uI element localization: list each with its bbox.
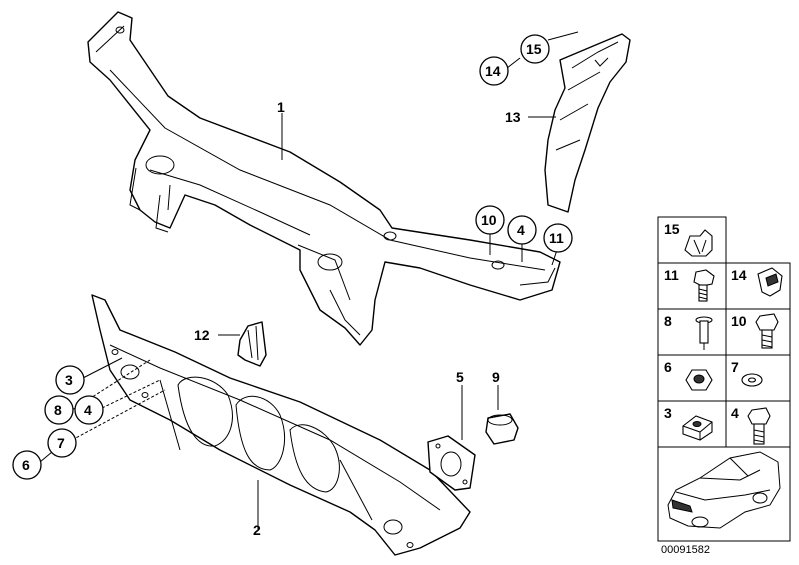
svg-text:7: 7: [57, 435, 65, 451]
cage-nut-icon: [682, 415, 713, 441]
callout-15-circle: 15: [520, 34, 550, 64]
svg-text:11: 11: [664, 267, 679, 283]
callout-9: 9: [492, 369, 500, 385]
cap-icon: [757, 267, 783, 297]
callout-2: 2: [253, 522, 261, 538]
part-2-lower-panel[interactable]: [91, 294, 471, 556]
callout-13: 13: [505, 109, 521, 125]
callout-3-circle: 3: [55, 365, 85, 395]
svg-text:12: 12: [194, 327, 210, 343]
svg-text:7: 7: [731, 359, 739, 375]
washer-icon: [741, 373, 763, 387]
svg-text:1: 1: [277, 99, 285, 115]
part-9-cap[interactable]: [485, 413, 519, 445]
car-thumbnail-icon: [667, 451, 781, 529]
callout-6-circle: 6: [12, 450, 42, 480]
callout-14-circle: 14: [479, 56, 509, 86]
flange-screw-icon: [693, 269, 715, 302]
legend-cell-10: [725, 308, 791, 356]
svg-text:14: 14: [485, 63, 501, 79]
part-5-gasket-plate[interactable]: [427, 435, 476, 491]
callout-4-circle: 4: [74, 395, 104, 425]
part-13-air-duct[interactable]: [544, 33, 631, 213]
callout-1: 1: [277, 99, 285, 115]
svg-text:15: 15: [526, 41, 542, 57]
svg-text:10: 10: [731, 313, 747, 329]
svg-text:5: 5: [456, 369, 464, 385]
svg-text:14: 14: [731, 267, 747, 283]
callout-4b-circle: 4: [507, 215, 537, 245]
bolt-icon: [755, 313, 779, 349]
callout-7-circle: 7: [47, 428, 77, 458]
legend-cell-3: [657, 400, 727, 448]
callout-5: 5: [456, 369, 464, 385]
svg-text:8: 8: [664, 313, 672, 329]
svg-text:10: 10: [481, 212, 497, 228]
svg-text:4: 4: [731, 405, 739, 421]
svg-text:2: 2: [253, 522, 261, 538]
hardware-legend: 15 11 14 8 10: [657, 216, 791, 556]
legend-cell-8: [657, 308, 727, 356]
legend-cell-11: [657, 262, 727, 310]
svg-text:3: 3: [664, 405, 672, 421]
callout-8-circle: 8: [44, 395, 74, 425]
svg-text:15: 15: [664, 221, 680, 237]
svg-text:9: 9: [492, 369, 500, 385]
svg-text:6: 6: [664, 359, 672, 375]
clip-icon: [684, 229, 713, 257]
svg-text:13: 13: [505, 109, 521, 125]
part-12-bracket[interactable]: [237, 321, 267, 367]
svg-text:3: 3: [65, 372, 73, 388]
part-1-upper-carrier[interactable]: [87, 11, 561, 346]
callout-12: 12: [194, 327, 210, 343]
callout-10-circle: 10: [475, 205, 505, 235]
hex-bolt-icon: [747, 407, 771, 445]
svg-text:4: 4: [84, 402, 92, 418]
svg-text:4: 4: [517, 222, 525, 238]
svg-text:6: 6: [22, 457, 30, 473]
rivet-icon: [695, 316, 713, 350]
callout-11-circle: 11: [543, 223, 573, 253]
svg-text:8: 8: [54, 402, 62, 418]
reference-code: 00091582: [661, 544, 710, 556]
leader-lines: [39, 31, 579, 530]
legend-car-cell: [657, 446, 791, 542]
svg-text:11: 11: [549, 230, 564, 246]
hex-nut-icon: [685, 369, 713, 391]
